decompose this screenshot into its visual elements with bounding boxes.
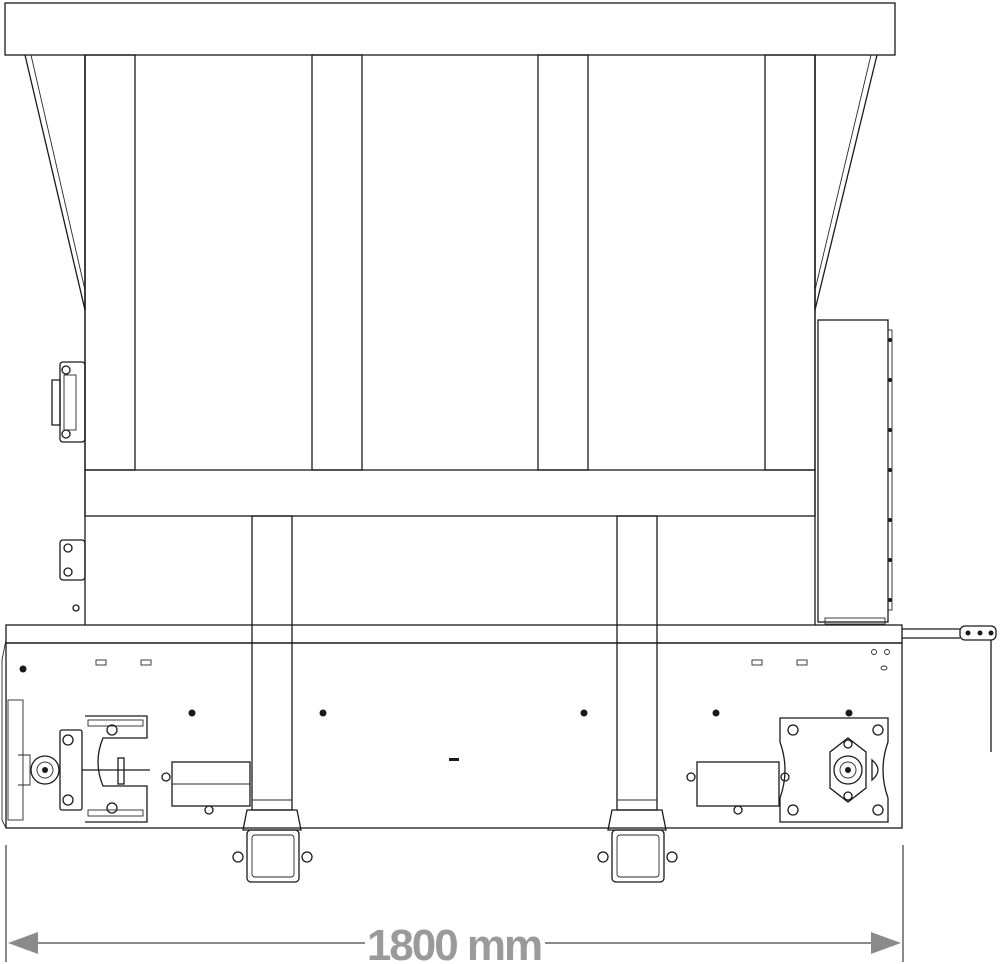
right-bearing-assembly xyxy=(779,717,889,823)
top-plate xyxy=(4,2,896,56)
hopper-right-side xyxy=(814,54,878,311)
lever xyxy=(902,625,997,752)
dimension-arrow-right xyxy=(871,932,901,954)
caster-left xyxy=(232,799,313,883)
right-bearing xyxy=(833,755,863,785)
hopper xyxy=(4,2,896,811)
caster-right xyxy=(597,799,678,883)
hopper-left-side xyxy=(24,54,86,311)
right-bearing-flange xyxy=(829,737,867,803)
post-4 xyxy=(764,54,816,471)
base-frame xyxy=(1,624,903,829)
hopper-body xyxy=(84,55,816,625)
right-bearing-plate xyxy=(779,717,889,823)
left-gearbox xyxy=(161,761,251,815)
dimension-arrow-left xyxy=(8,932,38,954)
motor-box-body xyxy=(817,319,889,623)
left-tension-plate xyxy=(85,715,148,823)
leg-left xyxy=(251,515,293,811)
left-bearing xyxy=(30,755,60,785)
left-bracket-lower xyxy=(59,539,86,581)
right-gearbox xyxy=(686,761,790,815)
crossbar xyxy=(84,469,816,517)
left-bearing-assembly xyxy=(7,699,150,823)
left-brackets xyxy=(51,361,86,612)
hopper-left-side-inner xyxy=(30,54,86,291)
base-top-rail xyxy=(5,624,903,644)
leg-right xyxy=(616,515,658,811)
motor-box xyxy=(817,319,893,625)
post-1 xyxy=(84,54,136,471)
post-3 xyxy=(537,54,589,471)
width-dimension: 1800 mm xyxy=(5,845,904,964)
dimension-label: 1800 mm xyxy=(367,921,541,964)
hopper-right-side-inner xyxy=(814,54,872,291)
base-panel xyxy=(5,642,903,829)
post-2 xyxy=(311,54,363,471)
